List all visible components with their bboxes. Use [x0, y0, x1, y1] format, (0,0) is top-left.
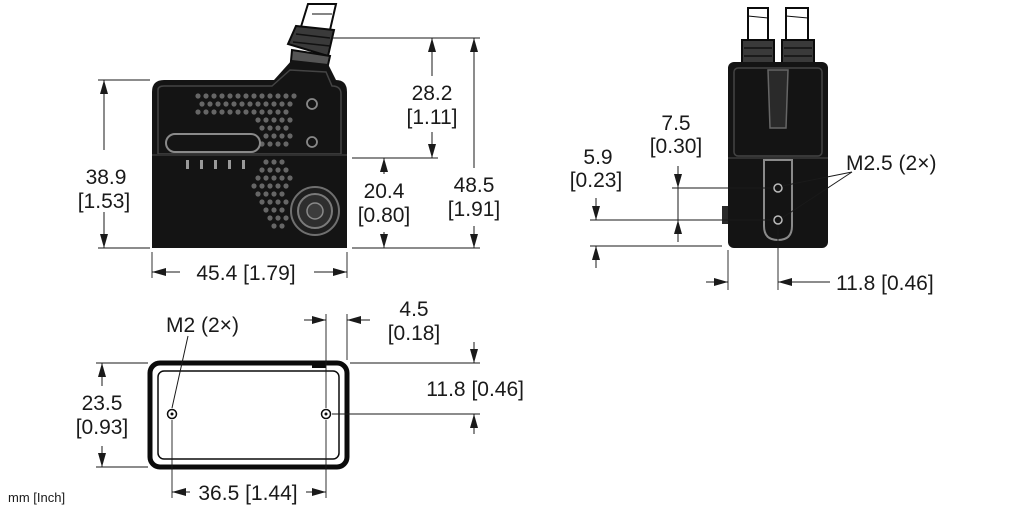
side-hole-spacing-inch: [0.30]	[650, 135, 703, 158]
front-height-total-mm: 48.5	[454, 174, 495, 197]
side-dimensions	[590, 166, 853, 290]
front-height-lower-mm: 20.4	[364, 180, 405, 203]
side-hole-offset-mm: 5.9	[583, 146, 612, 169]
side-hole-spacing-mm: 7.5	[661, 112, 690, 135]
bottom-height-mm: 23.5	[82, 392, 123, 415]
front-height-upper-mm: 28.2	[412, 82, 453, 105]
front-width: 45.4 [1.79]	[196, 262, 295, 285]
side-cables	[741, 7, 815, 65]
front-dimensions	[98, 37, 480, 278]
side-hole-offset-inch: [0.23]	[570, 169, 623, 192]
bottom-height-inch: [0.93]	[76, 416, 129, 439]
display-window	[165, 133, 261, 153]
bottom-dimensions	[96, 314, 480, 498]
front-height-total-inch: [1.91]	[448, 198, 501, 221]
bottom-hole-icon	[166, 408, 178, 420]
bottom-edge-offset-inch: [0.18]	[388, 322, 441, 345]
front-height-body-inch: [1.53]	[78, 190, 131, 213]
bottom-hole-icon	[320, 408, 332, 420]
mount-hole-icon	[773, 215, 783, 225]
front-view	[152, 3, 347, 248]
front-height-lower-inch: [0.80]	[358, 204, 411, 227]
bottom-housing	[147, 360, 350, 470]
bottom-thread-label: M2 (2×)	[166, 314, 239, 337]
bottom-hole-spacing: 36.5 [1.44]	[198, 482, 297, 505]
led-indicator-icon	[306, 136, 318, 148]
led-indicator-icon	[306, 98, 318, 110]
side-thread-label: M2.5 (2×)	[846, 152, 936, 175]
front-height-upper-inch: [1.11]	[407, 106, 458, 129]
bottom-hole-line: 11.8 [0.46]	[426, 378, 524, 401]
bottom-view	[147, 360, 350, 470]
side-depth: 11.8 [0.46]	[836, 272, 934, 295]
lens-icon	[290, 186, 340, 236]
bottom-edge-offset-mm: 4.5	[399, 298, 428, 321]
units-label: mm [Inch]	[8, 490, 65, 505]
front-height-body-mm: 38.9	[86, 166, 127, 189]
status-bar-marks	[186, 160, 245, 169]
mount-hole-icon	[773, 183, 783, 193]
side-view	[722, 7, 828, 248]
side-housing	[728, 62, 828, 248]
vent-pattern	[195, 93, 297, 229]
